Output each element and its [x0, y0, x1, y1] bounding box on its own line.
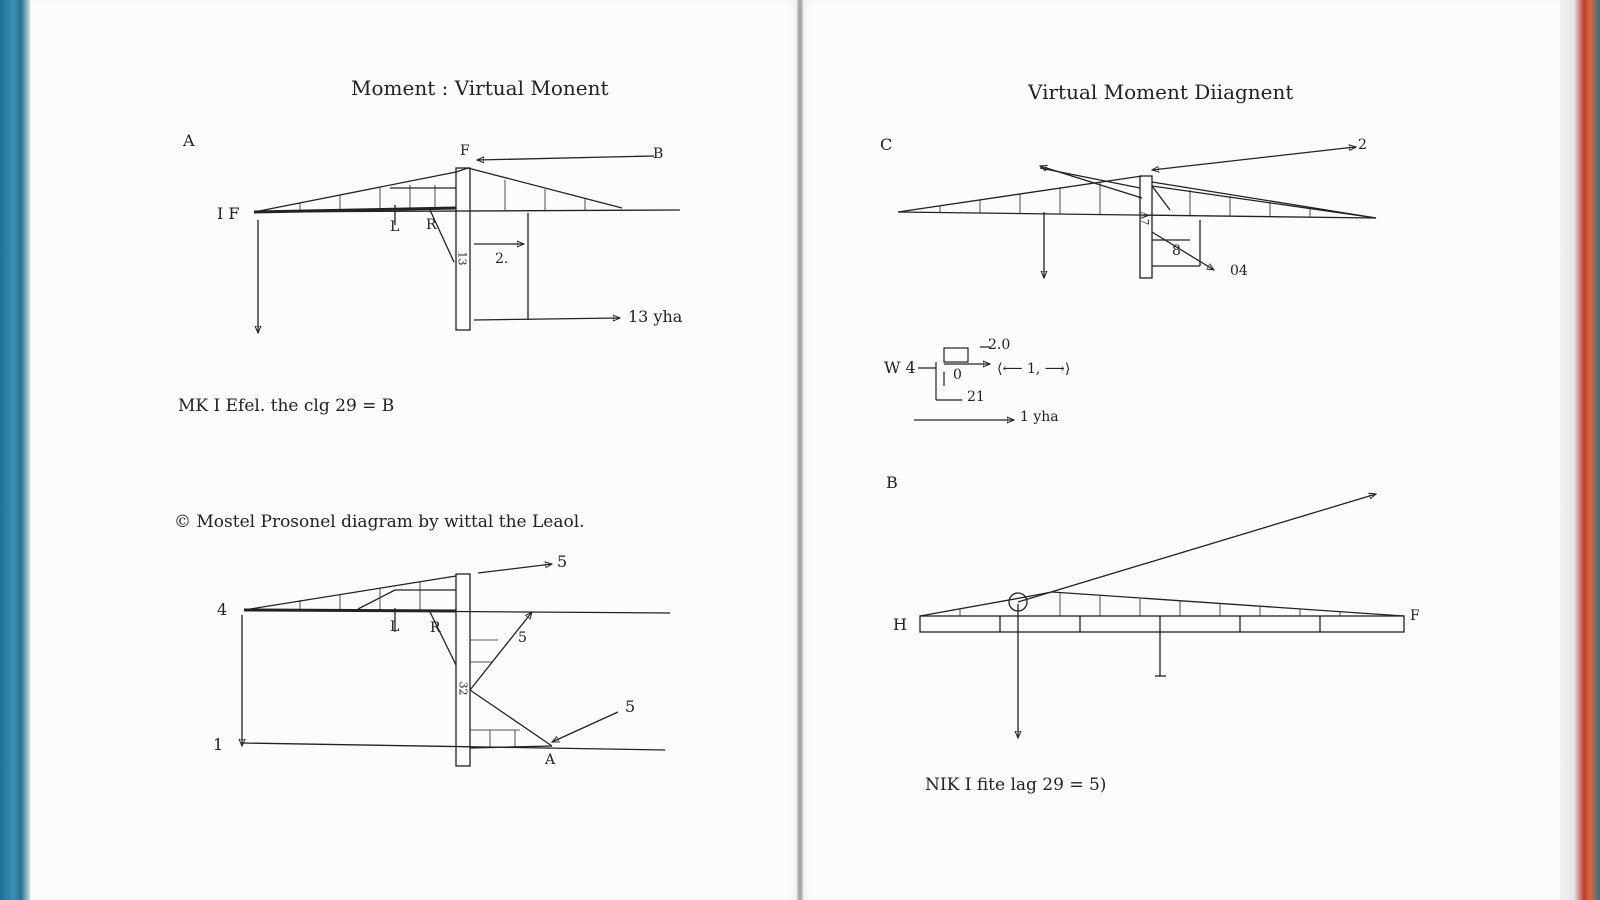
fig1-label-r: R	[426, 217, 437, 233]
fig4-label-21: 21	[967, 389, 985, 405]
fig2-label-5-top: 5	[557, 552, 568, 571]
fig3-label-2: 2	[1358, 137, 1367, 153]
fig2-label-5-mid: 5	[518, 630, 527, 646]
fig3-label-8: 8	[1172, 243, 1181, 259]
fig5-label-b: B	[886, 473, 898, 492]
fig5-label-f: F	[1410, 608, 1420, 624]
fig1-label-a: A	[183, 131, 195, 150]
fig5-beam-diagram	[919, 494, 1405, 738]
fig2-label-4: 4	[217, 600, 228, 619]
fig2-label-a: A	[545, 752, 556, 768]
fig4-label-w: W 4	[884, 358, 916, 377]
left-page-title: Moment : Virtual Monent	[351, 76, 609, 100]
fig4-small-diagram	[914, 346, 1014, 420]
right-caption-2: NIK I fite lag 29 = 5)	[925, 775, 1107, 795]
fig3-virtual-moment-diagram	[897, 147, 1377, 278]
fig2-label-5-right: 5	[625, 697, 636, 716]
fig1-label-b: B	[653, 146, 664, 162]
fig2-label-r: R	[430, 620, 441, 636]
right-page-title: Virtual Moment Diiagnent	[1028, 80, 1294, 104]
fig3-label-04: 04	[1230, 263, 1248, 279]
fig4-label-paren: ⟨⟵ 1, ⟶⟩	[997, 361, 1071, 377]
fig1-moment-diagram	[253, 155, 681, 333]
left-page	[30, 0, 800, 900]
fig2-label-1: 1	[213, 735, 224, 754]
fig3-label-c: C	[880, 135, 893, 154]
fig4-label-20: 2.0	[988, 337, 1011, 353]
fig4-label-1yha: 1 yha	[1020, 409, 1059, 425]
fig2-moment-diagram	[242, 564, 671, 767]
book-cover-right-edge	[1560, 0, 1600, 900]
right-page	[800, 0, 1560, 900]
book-cover-left-edge	[0, 0, 30, 900]
fig1-label-2: 2.	[495, 251, 509, 267]
fig1-label-f: F	[460, 143, 470, 159]
left-section-2-title: © Mostel Prosonel diagram by wittal the …	[174, 512, 585, 532]
fig1-label-13yha: 13 yha	[628, 307, 683, 326]
fig4-label-0: 0	[953, 367, 962, 383]
fig5-label-h: H	[893, 615, 907, 634]
left-caption-1: MK I Efel. the clg 29 = B	[178, 396, 395, 416]
fig1-label-if: I F	[217, 204, 240, 223]
fig1-label-l: L	[390, 219, 400, 235]
book-gutter	[797, 0, 803, 900]
